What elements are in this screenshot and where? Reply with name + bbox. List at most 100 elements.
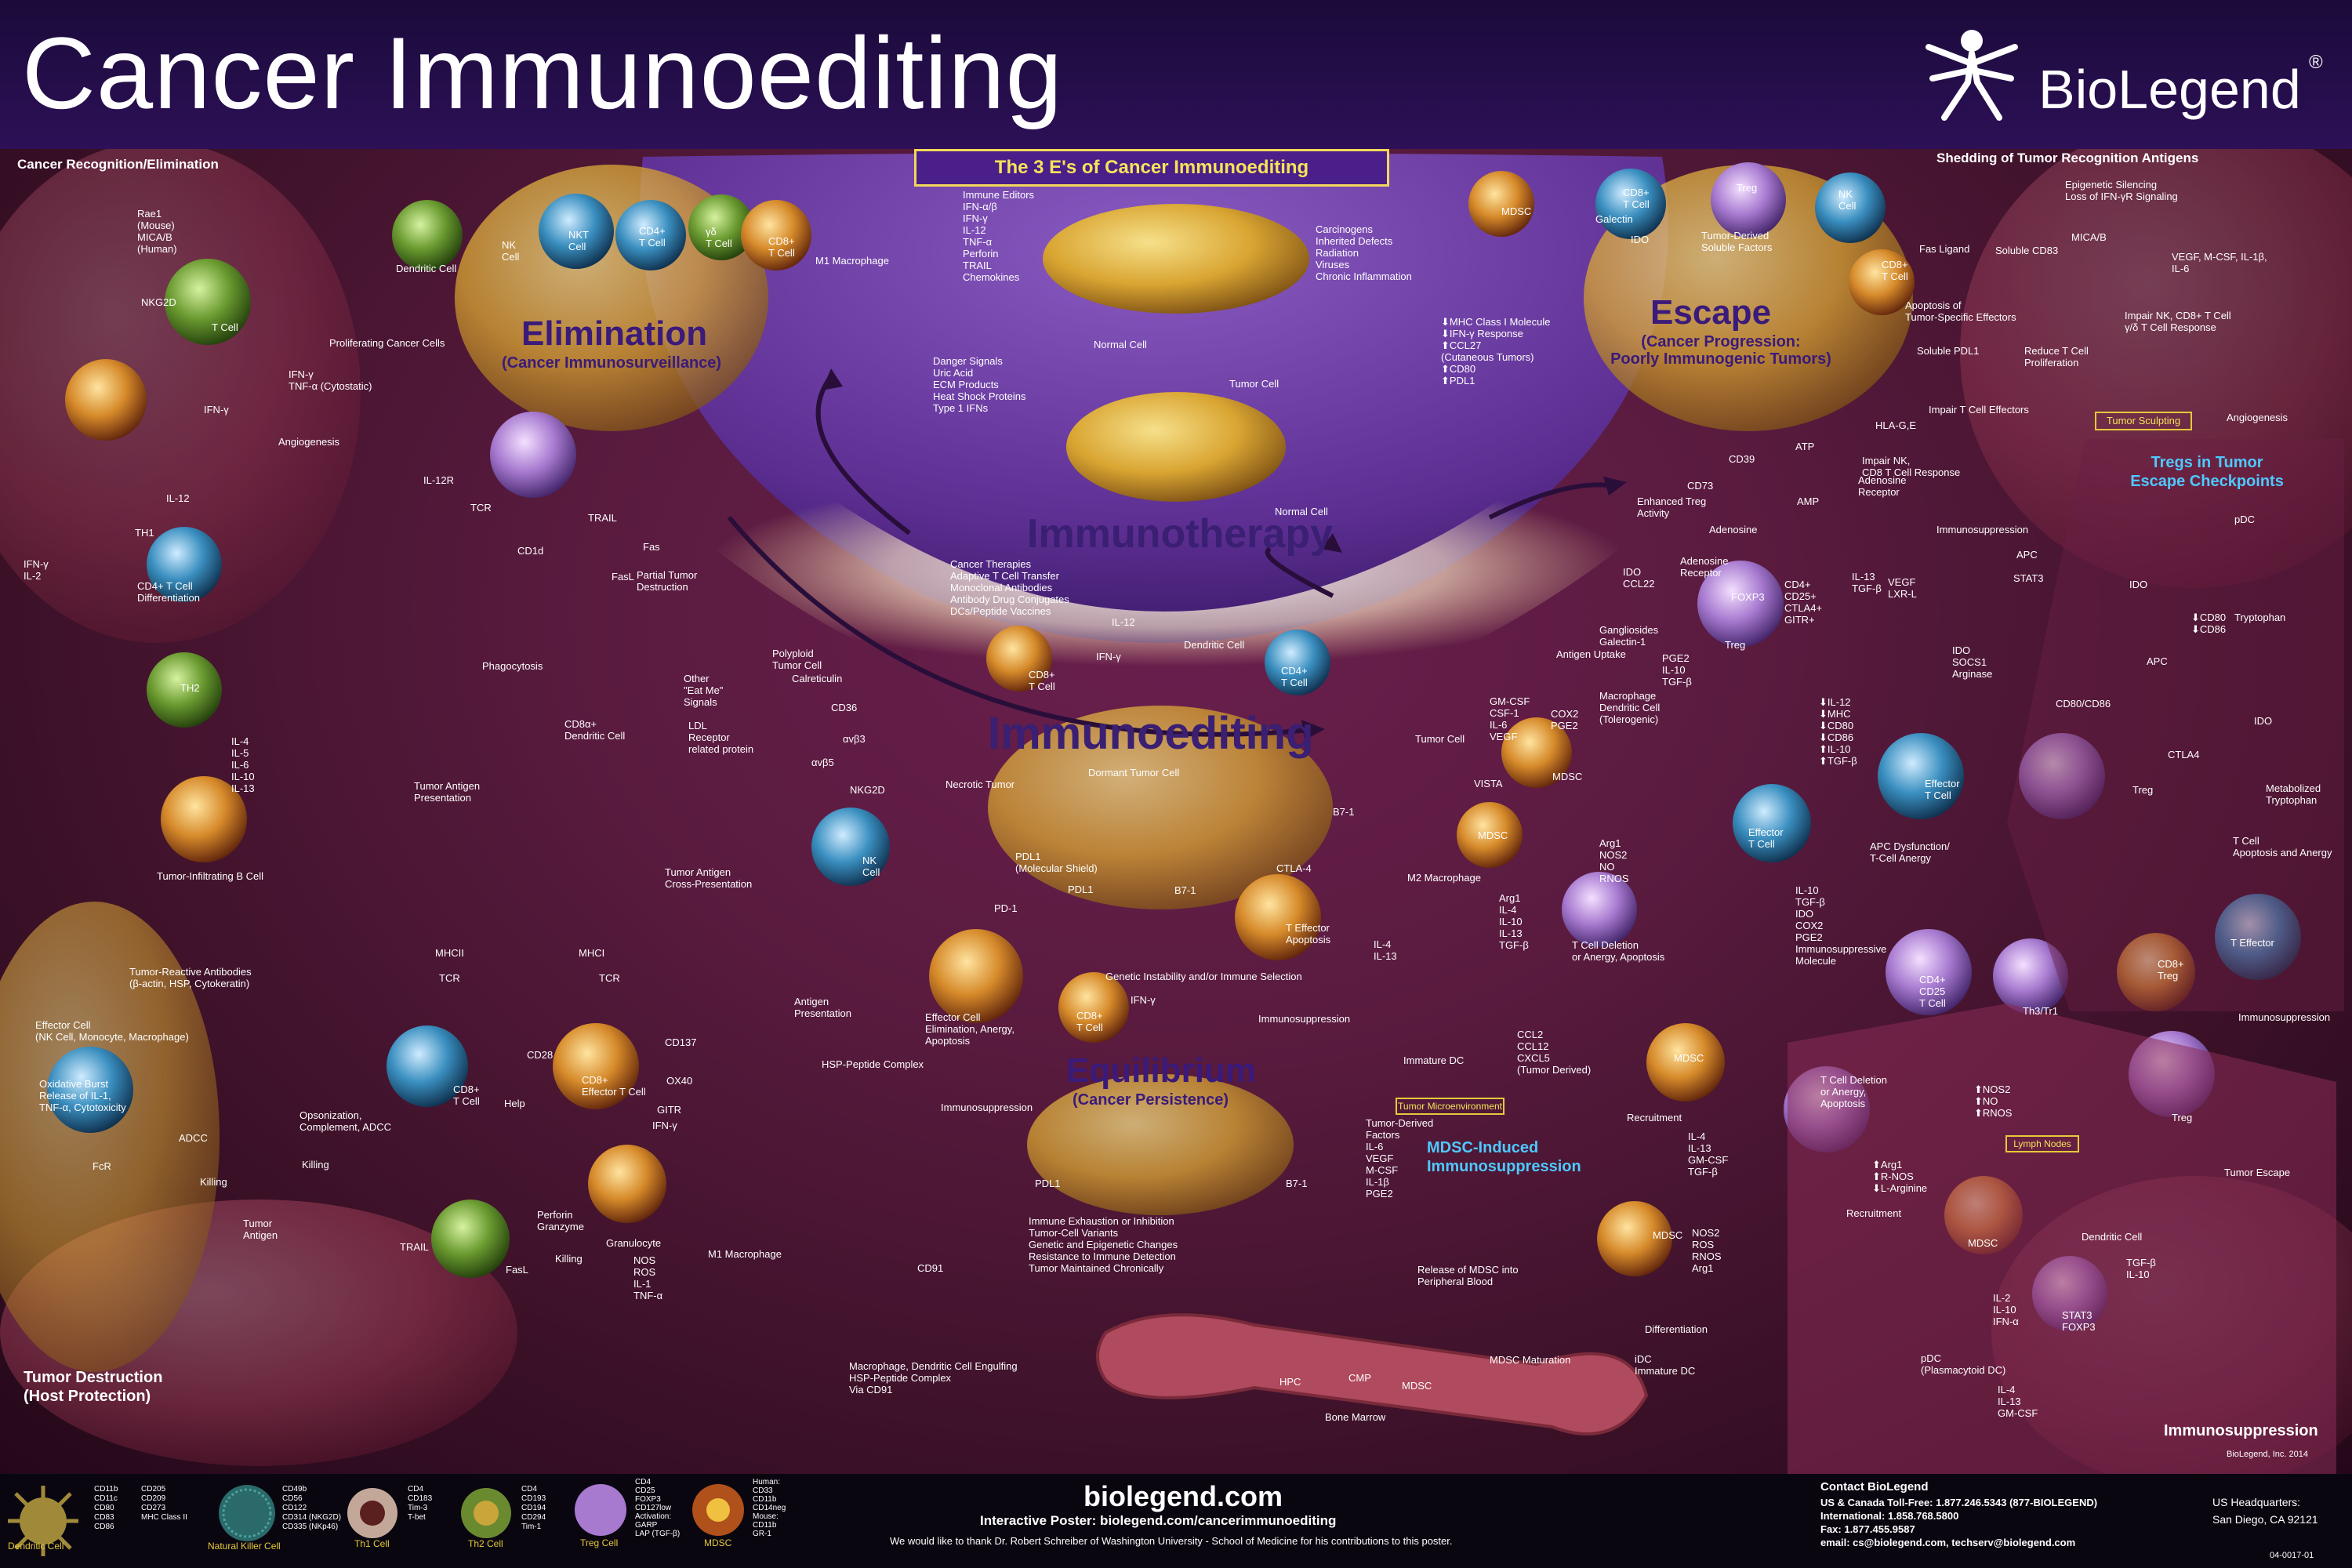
t-apoptosis-label: T Effector Apoptosis xyxy=(1286,922,1331,946)
legend-treg-name: Treg Cell xyxy=(580,1537,619,1548)
vegf-label: VEGF, M-CSF, IL-1β, IL-6 xyxy=(2172,251,2267,274)
phagocytosis-label: Phagocytosis xyxy=(482,660,543,672)
antigen-uptake-label: Antigen Uptake xyxy=(1556,648,1626,660)
adenosine-label: Adenosine xyxy=(1709,524,1758,535)
stat3b-label: STAT3 FOXP3 xyxy=(2062,1309,2096,1333)
immature-dc-2-label: iDC Immature DC xyxy=(1635,1353,1696,1377)
apc2-label: APC xyxy=(2147,655,2168,667)
interactive-poster-label[interactable]: Interactive Poster: biolegend.com/cancer… xyxy=(980,1513,1337,1528)
t-effector-label: T Effector xyxy=(2230,937,2274,949)
nk-cell-icon xyxy=(219,1485,275,1541)
pdl1b-label: PDL1 xyxy=(1035,1178,1061,1189)
m1-macrophage-label-2: M1 Macrophage xyxy=(708,1248,782,1260)
brand-registered-mark: ® xyxy=(2309,52,2323,73)
th2-cytokines: IL-4 IL-5 IL-6 IL-10 IL-13 xyxy=(231,735,255,794)
legend-nk-markers: CD49b CD56 CD122 CD314 (NKG2D) CD335 (NK… xyxy=(282,1485,342,1531)
pge2-label: PGE2 IL-10 TGF-β xyxy=(1662,652,1692,688)
legend-th1-name: Th1 Cell xyxy=(354,1538,390,1549)
antibodies-label: Tumor-Reactive Antibodies (β-actin, HSP,… xyxy=(129,966,252,989)
apc-dysfunction-label: APC Dysfunction/ T-Cell Anergy xyxy=(1870,840,1950,864)
treg4-label: Treg xyxy=(2172,1112,2193,1123)
legend-nk-name: Natural Killer Cell xyxy=(208,1541,281,1552)
mdsc7-label: MDSC xyxy=(1402,1380,1432,1392)
mdsc2-label: MDSC xyxy=(1552,771,1583,782)
il10-list-label: IL-10 TGF-β IDO COX2 PGE2 Immunosuppress… xyxy=(1795,884,1887,967)
mdsc6-label: MDSC xyxy=(1968,1237,1998,1249)
tgf-il10-label: TGF-β IL-10 xyxy=(2126,1257,2156,1280)
effector-tcell-2-label: Effector T Cell xyxy=(1748,826,1784,850)
ifn-g3-label: IFN-γ xyxy=(1096,651,1121,662)
ccl-label: CCL2 CCL12 CXCL5 (Tumor Derived) xyxy=(1517,1029,1592,1076)
mdsc3-label: MDSC xyxy=(1478,829,1508,841)
cd8-effector-label: CD8+ Effector T Cell xyxy=(582,1074,646,1098)
immunosuppression-1: Immunosuppression xyxy=(1258,1013,1351,1025)
immunoediting-label: Immunoediting xyxy=(988,708,1314,759)
legend-mdsc: MDSC Human: CD33 CD11b CD14neg Mouse: CD… xyxy=(690,1478,808,1564)
impair-nk-label: Impair NK, CD8+ T Cell γ/δ T Cell Respon… xyxy=(2125,310,2231,333)
contact-details: US & Canada Toll-Free: 1.877.246.5343 (8… xyxy=(1820,1497,2098,1548)
b71c-label: B7-1 xyxy=(1286,1178,1308,1189)
phase-equilibrium-sub: (Cancer Persistence) xyxy=(1073,1091,1229,1109)
legend-dc-markers-2: CD205 CD209 CD273 MHC Class II xyxy=(141,1485,187,1522)
il12b-label: IL-12 xyxy=(1112,616,1135,628)
header-bar: Cancer Immunoediting BioLegend ® xyxy=(0,0,2352,149)
treg-panel xyxy=(2007,439,2344,1011)
phase-elimination: Elimination xyxy=(521,314,708,353)
tumor-sculpting-box: Tumor Sculpting xyxy=(2095,412,2192,430)
fasl-label: FasL xyxy=(612,571,634,583)
legend-th2-name: Th2 Cell xyxy=(468,1538,503,1549)
website-label[interactable]: biolegend.com xyxy=(1083,1480,1283,1512)
il12r-label: IL-12R xyxy=(423,474,455,486)
phase-escape: Escape xyxy=(1650,293,1772,332)
proliferating-label: Proliferating Cancer Cells xyxy=(329,337,445,349)
recruitment-2-label: Recruitment xyxy=(1846,1207,1902,1219)
ido-socs-label: IDO SOCS1 Arginase xyxy=(1952,644,1993,680)
tcr-label: TCR xyxy=(470,502,492,514)
th3-label: Th3/Tr1 xyxy=(2023,1005,2059,1017)
legend-th1-markers: CD4 CD183 Tim-3 T-bet xyxy=(408,1485,433,1522)
tcr2-label: TCR xyxy=(439,972,460,984)
adcc-label: ADCC xyxy=(179,1132,208,1144)
danger-signals-list: Danger Signals Uric Acid ECM Products He… xyxy=(933,355,1026,414)
rae1-label: Rae1 (Mouse) MICA/B (Human) xyxy=(137,208,177,255)
tcr3-label: TCR xyxy=(599,972,620,984)
treg3-label: Treg xyxy=(2132,784,2154,796)
ctla4-label: CTLA-4 xyxy=(1276,862,1312,874)
ifn-il2-label: IFN-γ IL-2 xyxy=(24,558,49,582)
cd36-label: CD36 xyxy=(831,702,858,713)
cycle-arrows xyxy=(727,375,1616,737)
cd1d-label: CD1d xyxy=(517,545,544,557)
arg-label: Arg1 NOS2 NO RNOS xyxy=(1599,837,1629,884)
tumor-microenvironment-box: Tumor Microenvironment xyxy=(1396,1098,1504,1115)
ido-ccl22-label: IDO CCL22 xyxy=(1623,566,1655,590)
effector-tcell-label: Effector T Cell xyxy=(1925,778,1960,801)
ifn-tnf-label: IFN-γ TNF-α (Cytostatic) xyxy=(289,368,372,392)
immature-dc-label: Immature DC xyxy=(1403,1054,1465,1066)
enhanced-treg-label: Enhanced Treg Activity xyxy=(1637,495,1707,519)
hla-label: HLA-G,E xyxy=(1875,419,1917,431)
t-deletion-2-label: T Cell Deletion or Anergy, Apoptosis xyxy=(1820,1074,1888,1109)
gangliosides-label: Gangliosides Galectin-1 xyxy=(1599,624,1659,648)
tumor-antigen-label: Tumor Antigen xyxy=(243,1218,278,1241)
nk-cell-label: NK Cell xyxy=(502,239,520,263)
cmp-label: CMP xyxy=(1348,1372,1371,1384)
amp-label: AMP xyxy=(1797,495,1820,507)
tumor-destruction-label: Tumor Destruction (Host Protection) xyxy=(24,1369,163,1405)
atp-label: ATP xyxy=(1795,441,1815,452)
nos2-label: ⬆NOS2 ⬆NO ⬆RNOS xyxy=(1974,1083,2013,1119)
three-es-box: The 3 E's of Cancer Immunoediting xyxy=(914,149,1389,187)
thanks-label: We would like to thank Dr. Robert Schrei… xyxy=(890,1535,1453,1547)
escape-markers-list: ⬇MHC Class I Molecule ⬇IFN-γ Response ⬆C… xyxy=(1441,316,1551,387)
mdsc-maturation-label: MDSC Maturation xyxy=(1490,1354,1571,1366)
tumor-escape-label: Tumor Escape xyxy=(2224,1167,2291,1178)
necrotic-label: Necrotic Tumor xyxy=(946,779,1015,790)
tumor-cell-2-label: Tumor Cell xyxy=(1415,733,1465,745)
immunosuppression-2: Immunosuppression xyxy=(941,1102,1033,1113)
apoptosis-tsv-label: Apoptosis of Tumor-Specific Effectors xyxy=(1905,299,2016,323)
cd4-cd25-label: CD4+ CD25 T Cell xyxy=(1919,974,1946,1009)
legend-dc-name: Dendritic Cell xyxy=(8,1541,64,1552)
mdsc-top-label: MDSC xyxy=(1501,205,1532,217)
trail-label: TRAIL xyxy=(588,512,617,524)
pdl1-molecular-label: PDL1 (Molecular Shield) xyxy=(1015,851,1098,874)
